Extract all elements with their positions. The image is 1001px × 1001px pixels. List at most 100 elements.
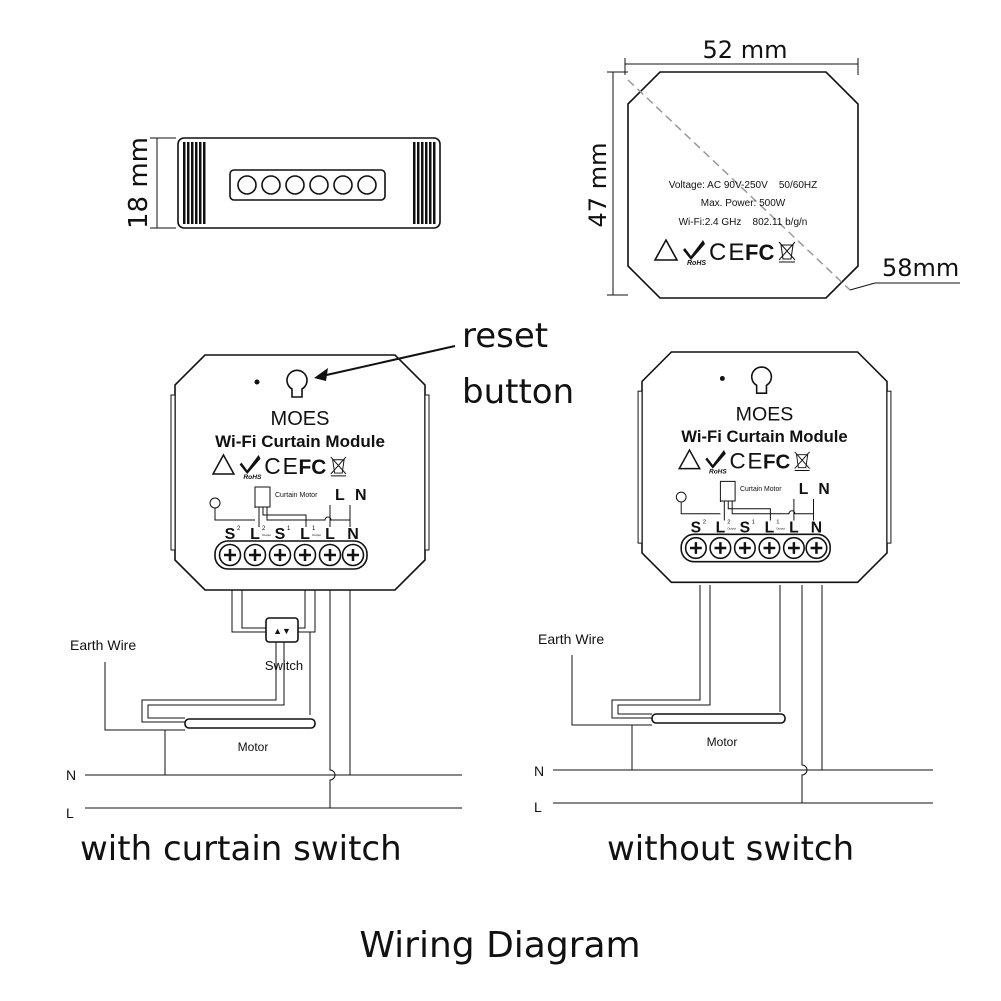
weee-bin-icon <box>330 456 347 477</box>
terminal-screw <box>709 536 732 560</box>
terminal-superscript: 2 <box>237 526 241 532</box>
terminal-screw <box>268 543 292 567</box>
terminal-screw <box>218 543 242 567</box>
motor-label: Motor <box>238 740 269 754</box>
power-spec: Max. Power: 500W <box>701 198 786 209</box>
ce-mark: CE <box>730 449 765 474</box>
curtain-switch <box>265 617 299 643</box>
top-l-label: L <box>799 481 809 498</box>
top-n-label: N <box>355 487 367 504</box>
terminal-screw <box>684 536 707 560</box>
terminal-label: L <box>325 526 335 543</box>
weee-bin-icon <box>794 451 810 471</box>
module-name: Wi-Fi Curtain Module <box>215 432 385 451</box>
top-view: 52 mm 47 mm 58mm Voltage: AC 90V-250V 50… <box>584 36 960 299</box>
top-n-label: N <box>818 481 829 498</box>
terminal-superscript: 1 <box>312 526 316 532</box>
diagram-title: Wiring Diagram <box>359 925 640 966</box>
terminal-label: L <box>250 526 260 543</box>
terminal-label: L <box>300 526 310 543</box>
motor <box>651 713 786 724</box>
brand-logo: MOES <box>271 408 330 430</box>
terminal-screw <box>805 536 828 560</box>
earth-wire-label: Earth Wire <box>538 631 604 647</box>
fcc-mark: FC <box>745 240 774 265</box>
output-label: Output <box>727 526 736 530</box>
live-label: L <box>534 799 542 815</box>
reset-label-line2: button <box>462 372 574 412</box>
wiring-without-switch: Earth Wire Motor N L <box>534 585 933 815</box>
rohs-mark: RoHS <box>687 260 706 267</box>
output-label: Output <box>776 526 785 530</box>
warning-icon <box>211 453 236 475</box>
rohs-check-icon <box>239 455 261 474</box>
neutral-label: N <box>534 763 544 779</box>
reset-label-line1: reset <box>462 316 548 356</box>
curtain-motor-label: Curtain Motor <box>275 492 318 499</box>
neutral-label: N <box>66 767 76 783</box>
switch-arrows: ▲▼ <box>273 626 291 636</box>
rohs-mark: RoHS <box>709 468 727 475</box>
terminal-label: L <box>765 519 775 536</box>
terminal-superscript: 1 <box>287 526 291 532</box>
fcc-mark: FC <box>299 456 327 479</box>
top-l-label: L <box>335 487 345 504</box>
terminal-hole <box>237 175 257 195</box>
side-view: 18 mm <box>124 137 441 229</box>
terminal-label: N <box>811 519 822 536</box>
output-label: Output <box>262 533 271 537</box>
ce-mark: CE <box>709 239 746 266</box>
caption-with-switch: with curtain switch <box>80 829 402 869</box>
fcc-mark: FC <box>763 451 791 474</box>
ce-mark: CE <box>264 453 299 479</box>
curtain-motor-label: Curtain Motor <box>740 486 782 493</box>
rohs-check-icon <box>683 240 705 260</box>
terminal-hole <box>357 175 377 195</box>
reset-button[interactable] <box>750 366 773 394</box>
warning-icon <box>677 448 701 470</box>
terminal-label: L <box>789 519 799 536</box>
terminal-label: S <box>691 519 701 536</box>
terminal-superscript: 2 <box>703 520 706 526</box>
terminal-superscript: 2 <box>727 520 730 526</box>
terminal-superscript: 1 <box>776 520 779 526</box>
output-label: Output <box>312 533 321 537</box>
brand-logo: MOES <box>736 404 794 426</box>
earth-wire-label: Earth Wire <box>70 637 136 653</box>
terminal-superscript: 1 <box>752 520 755 526</box>
earth-icon <box>675 491 687 503</box>
terminal-screw <box>293 543 317 567</box>
wiring-with-switch: ▲▼ Switch Earth Wire Motor N L <box>66 590 462 821</box>
terminal-screw <box>733 536 756 560</box>
terminal-label: L <box>716 519 726 536</box>
module-name: Wi-Fi Curtain Module <box>681 427 847 446</box>
terminal-hole <box>309 175 329 195</box>
diagonal-dimension: 58mm <box>882 254 959 282</box>
reset-button[interactable] <box>286 369 308 398</box>
weee-bin-icon <box>778 241 796 263</box>
earth-icon <box>209 497 221 509</box>
terminal-screw <box>782 536 805 560</box>
warning-icon <box>653 238 679 261</box>
terminal-hole <box>333 175 353 195</box>
rohs-mark: RoHS <box>243 474 262 481</box>
voltage-spec: Voltage: AC 90V-250V 50/60HZ <box>669 180 817 191</box>
height-dimension: 18 mm <box>124 137 154 229</box>
terminal-hole <box>261 175 281 195</box>
terminal-hole <box>285 175 305 195</box>
wifi-spec: Wi-Fi:2.4 GHz 802.11 b/g/n <box>679 217 808 228</box>
terminal-screw <box>318 543 342 567</box>
terminal-screw <box>243 543 267 567</box>
terminal-label: S <box>225 526 236 543</box>
terminal-label: S <box>740 519 750 536</box>
depth-dimension: 47 mm <box>584 143 612 228</box>
live-label: L <box>66 805 74 821</box>
terminal-screw <box>341 543 365 567</box>
caption-without-switch: without switch <box>607 829 854 869</box>
rohs-check-icon <box>705 450 726 469</box>
width-dimension: 52 mm <box>703 36 788 64</box>
terminal-screw <box>758 536 781 560</box>
